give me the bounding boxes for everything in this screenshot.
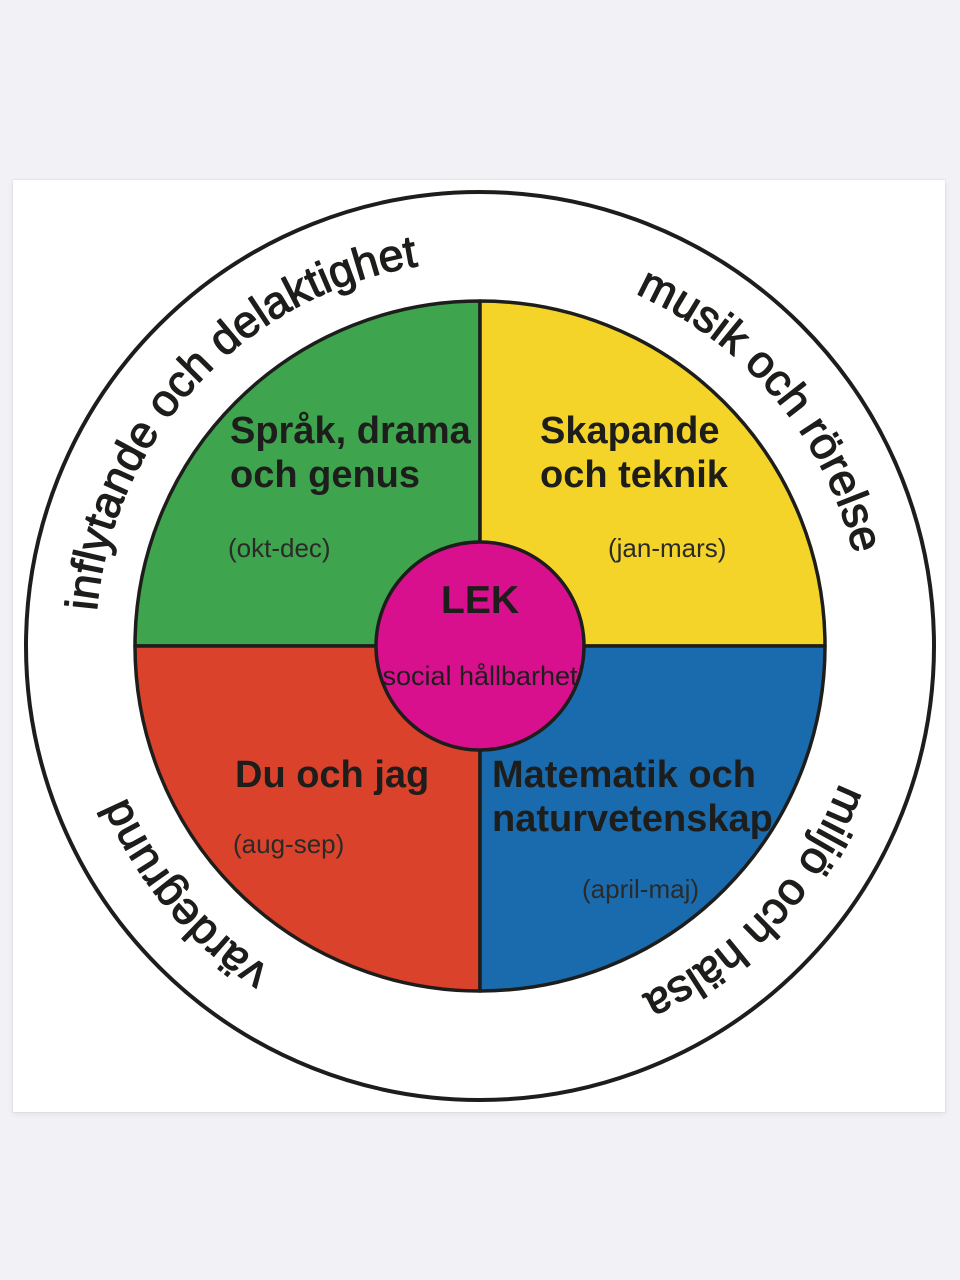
center-subtitle: social hållbarhet	[382, 661, 578, 691]
quadrant-top-right-period: (jan-mars)	[608, 533, 726, 563]
quadrant-top-left-period: (okt-dec)	[228, 533, 331, 563]
quadrant-bottom-left-title-line1: Du och jag	[235, 754, 429, 796]
quadrant-top-left-title-line1: Språk, drama	[230, 410, 472, 452]
quadrant-top-right-title-line2: och teknik	[540, 454, 729, 496]
quadrant-bottom-right-title-line1: Matematik och	[492, 754, 756, 796]
center-circle	[374, 540, 586, 752]
quadrant-bottom-right-period: (april-maj)	[582, 874, 699, 904]
quadrant-top-left-wedge	[133, 299, 482, 648]
quadrant-bottom-left-period: (aug-sep)	[233, 829, 344, 859]
quadrant-bottom-left-wedge	[133, 644, 482, 993]
quadrant-top-left-title-line2: och genus	[230, 454, 420, 496]
quadrant-bottom-right-title-line2: naturvetenskap	[492, 798, 773, 840]
outer-ring-circle	[24, 190, 936, 1102]
quadrant-top-right-wedge	[478, 299, 827, 648]
quadrant-bottom-right-wedge	[478, 644, 827, 993]
quadrant-top-right-title-line1: Skapande	[540, 410, 720, 452]
diagram-card: inflytande och delaktighet musik och rör…	[13, 180, 945, 1112]
curriculum-wheel: inflytande och delaktighet musik och rör…	[24, 190, 936, 1102]
center-title: LEK	[441, 579, 519, 622]
